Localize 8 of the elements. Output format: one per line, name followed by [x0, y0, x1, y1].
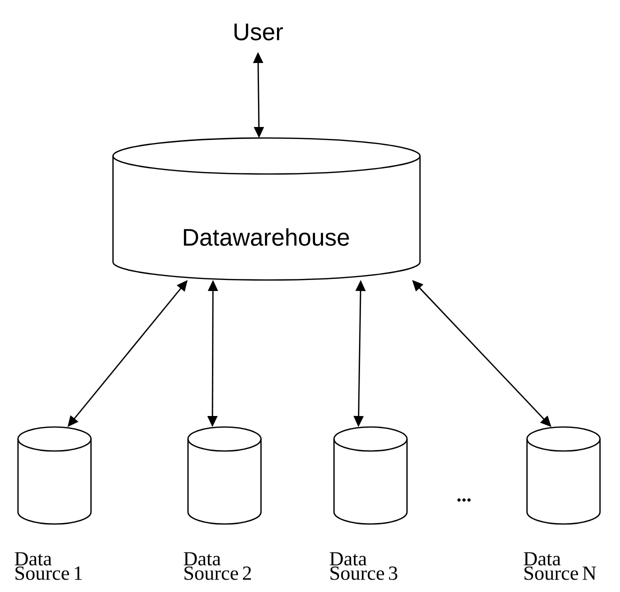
node-label: Datawarehouse [184, 228, 349, 246]
source-label: Data Source N [524, 552, 596, 580]
user-label: User [234, 24, 283, 40]
source-label: Data Source 2 [184, 552, 251, 580]
source-label: Data Source 1 [14, 552, 82, 580]
source-label: Data Source 3 [330, 552, 398, 580]
ellipsis: ... [457, 498, 471, 502]
database-cylinder: Datawarehouse [112, 137, 421, 281]
